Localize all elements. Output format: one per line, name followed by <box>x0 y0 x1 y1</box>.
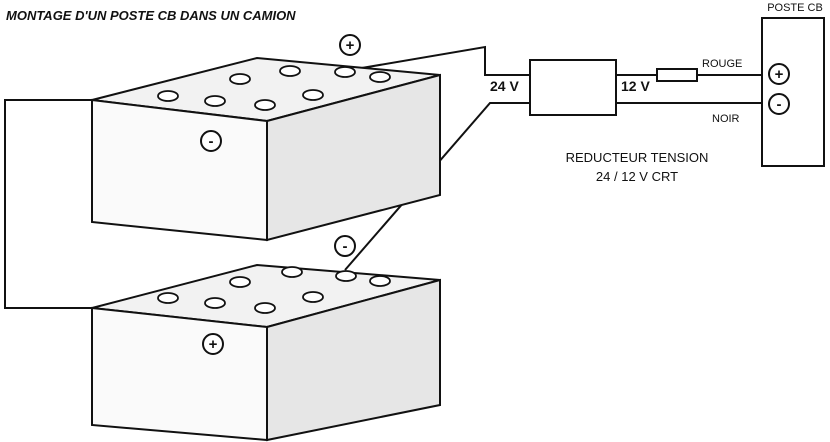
cb-minus-sign: - <box>777 96 782 113</box>
black-wire-label: NOIR <box>712 113 740 125</box>
battery-bottom-plus-marker <box>202 333 224 355</box>
battery-bottom-minus-sign: - <box>343 238 348 255</box>
battery-top-minus-sign: - <box>209 133 214 150</box>
wire-24v-negative <box>344 102 530 271</box>
battery-top: + - <box>91 34 441 242</box>
battery-bottom-minus-marker <box>334 235 356 257</box>
battery-top-plus-sign: + <box>346 37 355 54</box>
red-wire-label: ROUGE <box>702 58 742 70</box>
wiring <box>4 45 770 309</box>
cb-minus-terminal <box>768 93 790 115</box>
battery-top-front <box>91 98 268 242</box>
battery-bottom-cell-caps <box>157 266 391 314</box>
cb-plus-terminal <box>768 63 790 85</box>
battery-bottom-plus-sign: + <box>209 336 218 353</box>
battery-top-cell-caps <box>157 65 391 111</box>
voltage-reducer <box>529 59 617 116</box>
input-voltage-label: 24 V <box>490 78 519 94</box>
wire-series-link <box>4 99 92 309</box>
battery-bottom-front <box>91 306 268 442</box>
output-voltage-label: 12 V <box>621 78 650 94</box>
fuse <box>656 68 698 82</box>
wire-24v-positive <box>349 45 530 76</box>
battery-bottom: - + <box>91 235 441 442</box>
cb-plus-sign: + <box>775 66 784 83</box>
reducer-caption-line2: 24 / 12 V CRT <box>596 169 678 184</box>
cb-box-label: POSTE CB <box>767 2 823 14</box>
cb-radio-box <box>761 17 825 167</box>
battery-top-plus-marker <box>339 34 361 56</box>
diagram-title: MONTAGE D'UN POSTE CB DANS UN CAMION <box>6 8 296 23</box>
reducer-caption-line1: REDUCTEUR TENSION <box>566 150 709 165</box>
battery-top-minus-marker <box>200 130 222 152</box>
